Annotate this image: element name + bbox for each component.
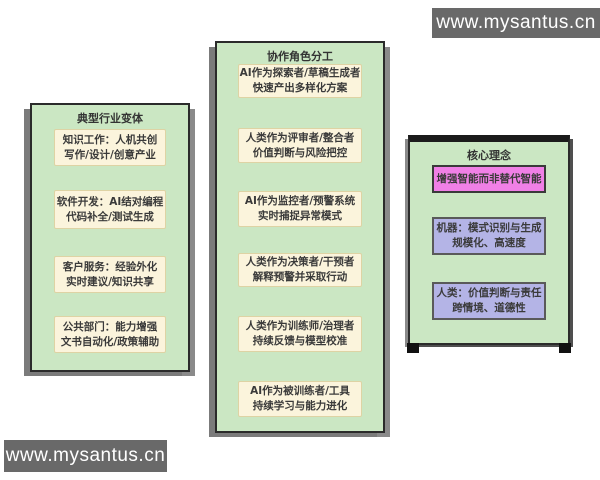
panel-core-concepts: 核心理念 增强智能而非替代智能 机器：模式识别与生成 规模化、高速度 人类：价值… <box>407 135 571 353</box>
panel-corner-foot <box>559 343 571 353</box>
box-line: 公共部门：能力增强 <box>62 320 158 333</box>
box-line: 客户服务：经验外化 <box>62 260 158 273</box>
box-human-trainer: 人类作为训练师/治理者 持续反馈与模型校准 <box>238 316 362 352</box>
box-line: 增强智能而非替代智能 <box>436 172 542 185</box>
box-line: 解释预警并采取行动 <box>252 271 348 283</box>
box-line: 规模化、高速度 <box>452 237 526 249</box>
box-line: 人类作为训练师/治理者 <box>245 320 355 332</box>
box-line: 代码补全/测试生成 <box>66 210 154 223</box>
box-customer-service: 客户服务：经验外化 实时建议/知识共享 <box>54 256 166 293</box>
panel-title-industry-variants: 典型行业变体 <box>77 112 143 125</box>
box-machine-strengths: 机器：模式识别与生成 规模化、高速度 <box>432 217 546 255</box>
box-human-reviewer: 人类作为评审者/整合者 价值判断与风险把控 <box>238 128 362 163</box>
box-ai-monitor: AI作为监控者/预警系统 实时捕捉异常模式 <box>238 191 362 227</box>
watermark-top-right: www.mysantus.cn <box>432 8 600 38</box>
box-augment-not-replace: 增强智能而非替代智能 <box>432 165 546 193</box>
panel-title-collaboration-roles: 协作角色分工 <box>267 50 333 63</box>
box-human-decision-maker: 人类作为决策者/干预者 解释预警并采取行动 <box>238 253 362 287</box>
box-line: 实时建议/知识共享 <box>66 275 154 288</box>
box-line: AI作为探索者/草稿生成者 <box>239 67 361 79</box>
box-ai-trainee: AI作为被训练者/工具 持续学习与能力进化 <box>238 381 362 417</box>
panel-industry-variants: 典型行业变体 知识工作：人机共创 写作/设计/创意产业 软件开发：AI结对编程 … <box>30 103 190 372</box>
box-line: 软件开发：AI结对编程 <box>56 195 164 208</box>
box-software-dev: 软件开发：AI结对编程 代码补全/测试生成 <box>54 190 166 229</box>
box-line: 写作/设计/创意产业 <box>64 148 156 161</box>
box-human-strengths: 人类：价值判断与责任 跨情境、道德性 <box>432 282 546 320</box>
box-line: 人类作为评审者/整合者 <box>245 131 355 144</box>
box-line: 人类：价值判断与责任 <box>436 287 542 299</box>
box-knowledge-work: 知识工作：人机共创 写作/设计/创意产业 <box>54 129 166 166</box>
box-line: 价值判断与风险把控 <box>252 146 348 159</box>
watermark-bottom-left: www.mysantus.cn <box>4 440 167 472</box>
box-ai-explorer: AI作为探索者/草稿生成者 快速产出多样化方案 <box>238 64 362 98</box>
box-line: 机器：模式识别与生成 <box>436 222 542 234</box>
box-line: 实时捕捉异常模式 <box>258 210 342 222</box>
box-line: AI作为监控者/预警系统 <box>244 195 356 207</box>
box-line: 持续反馈与模型校准 <box>252 335 348 347</box>
box-line: 持续学习与能力进化 <box>252 400 348 412</box>
box-line: 跨情境、道德性 <box>452 302 526 314</box>
box-public-sector: 公共部门：能力增强 文书自动化/政策辅助 <box>54 316 166 353</box>
box-line: 快速产出多样化方案 <box>252 82 348 94</box>
panel-corner-foot <box>407 343 419 353</box>
box-line: 知识工作：人机共创 <box>62 133 158 146</box>
box-line: 文书自动化/政策辅助 <box>60 335 160 348</box>
box-line: AI作为被训练者/工具 <box>250 385 350 397</box>
panel-collaboration-roles: 协作角色分工 AI作为探索者/草稿生成者 快速产出多样化方案 人类作为评审者/整… <box>215 41 385 433</box>
box-line: 人类作为决策者/干预者 <box>245 256 355 268</box>
panel-title-core-concepts: 核心理念 <box>467 149 511 162</box>
